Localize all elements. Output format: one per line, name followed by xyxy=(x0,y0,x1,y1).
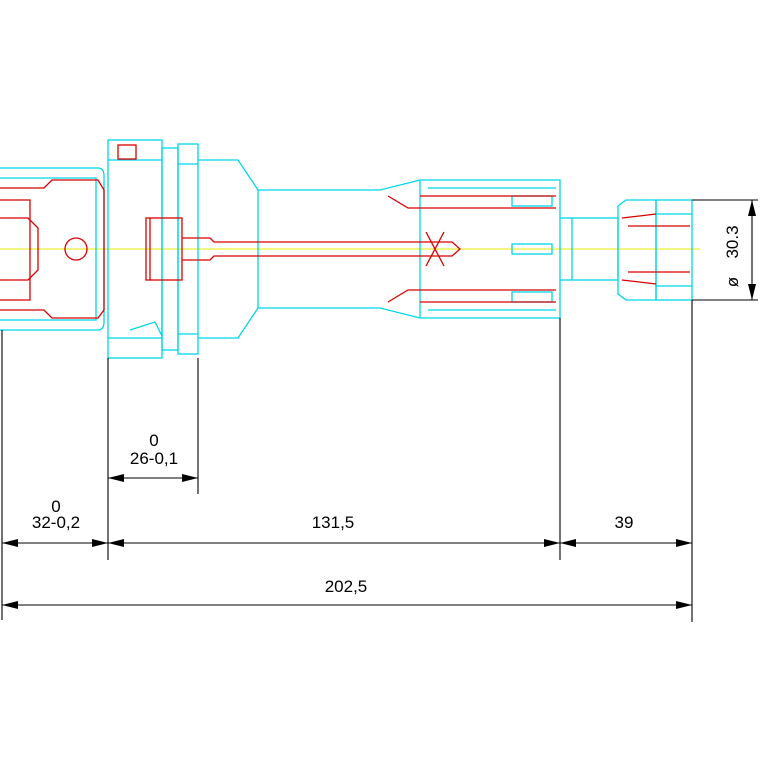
flange-body xyxy=(107,139,259,359)
collar-tolerance-upper: 0 xyxy=(149,431,158,450)
dimension-arrows xyxy=(2,200,756,609)
body-length-label: 131,5 xyxy=(312,513,355,532)
diameter-symbol: ø xyxy=(723,277,742,287)
flange-length-label: 32-0,2 xyxy=(32,513,80,532)
dimension-lines xyxy=(1,199,758,622)
collar-length-label: 26-0,1 xyxy=(130,449,178,468)
tool-body xyxy=(258,179,572,319)
diameter-value-label: 30.3 xyxy=(723,225,742,258)
collet-length-label: 39 xyxy=(615,513,634,532)
section-red xyxy=(0,144,690,319)
overall-length-label: 202,5 xyxy=(325,577,368,596)
collet-nut xyxy=(571,199,693,301)
flange-tolerance-upper: 0 xyxy=(51,497,60,516)
